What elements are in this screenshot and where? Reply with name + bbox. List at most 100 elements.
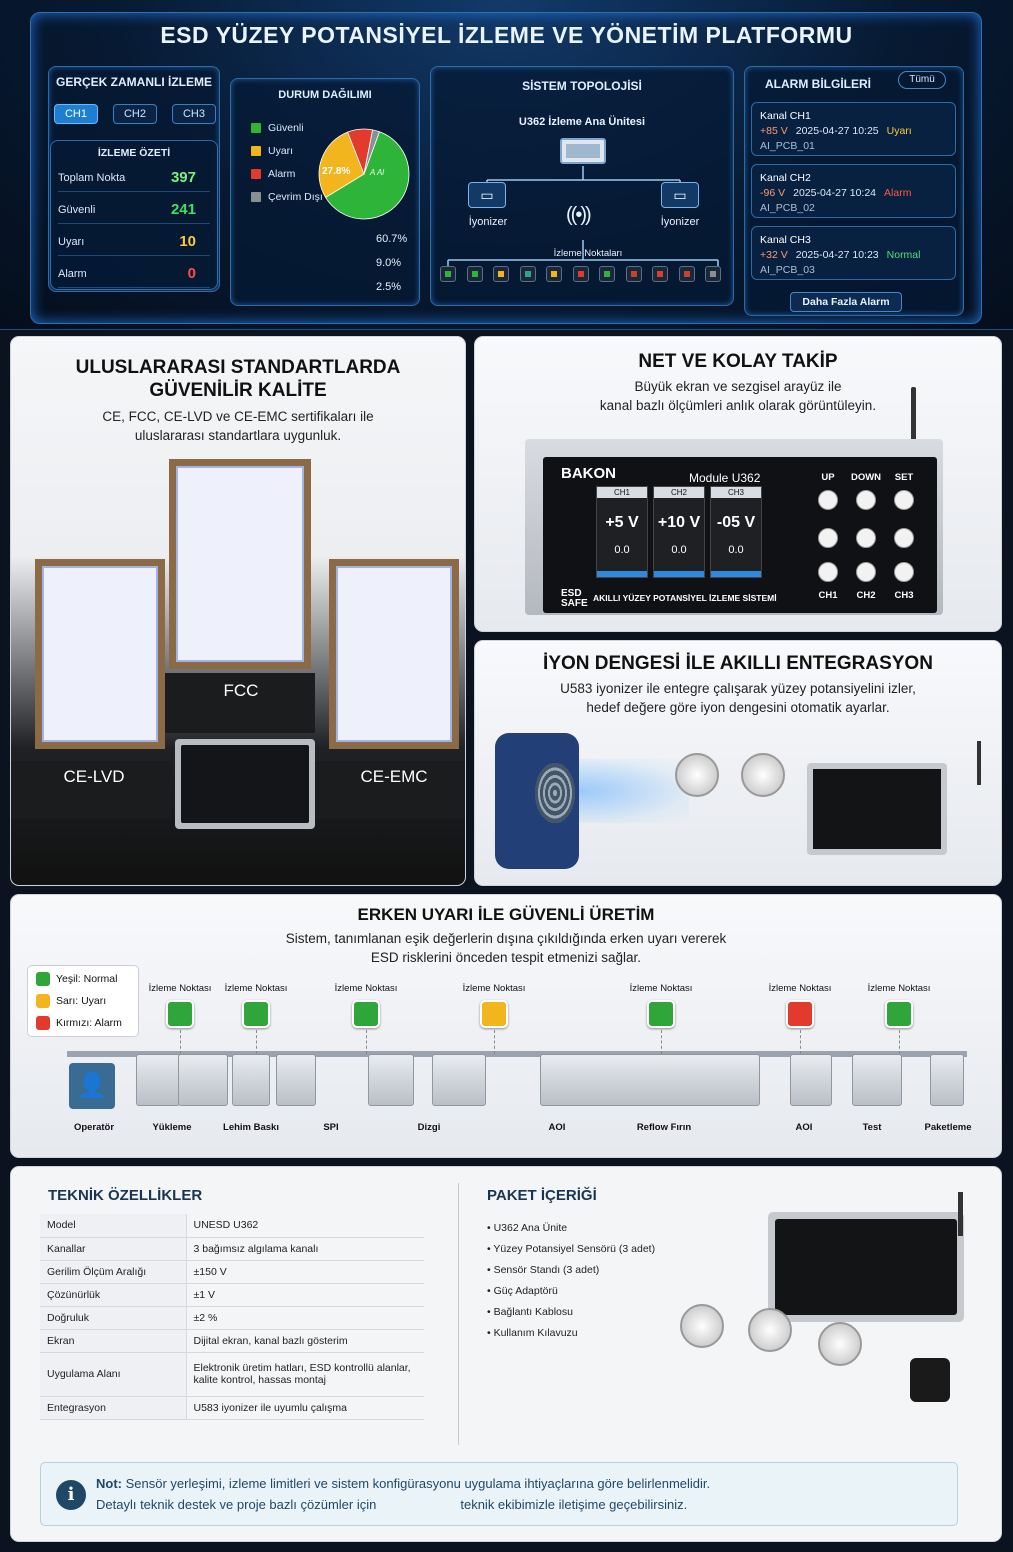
- monitoring-point-led: [683, 271, 690, 277]
- key-plus-button[interactable]: [856, 528, 876, 548]
- ionizer-right-label: İyonizer: [660, 216, 700, 228]
- cert-text-2: uluslararası standartlara uygunluk.: [134, 428, 342, 443]
- spec-value: UNESD U362: [186, 1214, 424, 1238]
- channel-tab-ch1[interactable]: CH1: [54, 104, 98, 124]
- monitoring-point-connector: [800, 1030, 801, 1054]
- monitoring-point-led: [577, 271, 584, 277]
- device-model: Module U362: [689, 471, 761, 485]
- alarm-value: -96 V: [760, 187, 786, 199]
- monitoring-point-led: [657, 271, 663, 277]
- note-text-2b: teknik ekibimizle iletişime geçebilirsin…: [460, 1497, 688, 1512]
- station-label: Dizgi: [417, 1122, 441, 1133]
- ce-emc-label: CE-EMC: [360, 767, 428, 786]
- key-plus-button[interactable]: [894, 528, 914, 548]
- spec-value: Elektronik üretim hatları, ESD kontrollü…: [186, 1352, 424, 1397]
- key-up-button[interactable]: [818, 490, 838, 510]
- monitoring-point: [678, 266, 695, 282]
- monitoring-point: [572, 266, 589, 282]
- legend-entry: Sarı: Uyarı: [36, 993, 106, 1009]
- package-sensor-3: [818, 1322, 862, 1366]
- screen-value: -05 V: [716, 514, 756, 531]
- station-label: Reflow Fırın: [636, 1122, 692, 1133]
- distribution-title: DURUM DAĞILIMI: [278, 89, 372, 101]
- legend-swatch: [250, 145, 262, 158]
- alarm-value: +85 V: [760, 125, 788, 137]
- spec-value: Dijital ekran, kanal bazlı gösterim: [186, 1329, 424, 1353]
- note-text-1: Sensör yerleşimi, izleme limitleri ve si…: [125, 1476, 711, 1491]
- realtime-title: GERÇEK ZAMANLI İZLEME: [56, 75, 212, 89]
- key-channel-button[interactable]: [894, 562, 914, 582]
- tracking-text-1: Büyük ekran ve sezgisel arayüz ile: [634, 379, 842, 394]
- alarm-title: ALARM BİLGİLERİ: [765, 77, 871, 91]
- summary-label: Uyarı: [58, 236, 85, 248]
- power-adapter-image: [910, 1358, 950, 1402]
- alarm-source: AI_PCB_01: [760, 140, 815, 152]
- more-alarms-button[interactable]: Daha Fazla Alarm: [790, 292, 902, 312]
- summary-title: İZLEME ÖZETİ: [97, 147, 171, 159]
- key-channel-button[interactable]: [856, 562, 876, 582]
- screen-sub-value: 0.0: [671, 544, 687, 556]
- key-set-button[interactable]: [894, 490, 914, 510]
- package-item: • U362 Ana Ünite: [487, 1222, 568, 1234]
- monitoring-point-connector: [494, 1030, 495, 1054]
- key-channel-button[interactable]: [818, 562, 838, 582]
- monitoring-point-connector: [180, 1030, 181, 1054]
- key-plus-button[interactable]: [818, 528, 838, 548]
- screen-value: +10 V: [657, 514, 701, 531]
- channel-tab-ch2[interactable]: CH2: [113, 104, 157, 124]
- monitoring-point: [625, 266, 642, 282]
- monitoring-point-led: [630, 271, 637, 277]
- monitoring-point-label: İzleme Noktası: [148, 983, 212, 994]
- ce-emc-pedestal: [311, 761, 465, 819]
- package-item: • Kullanım Kılavuzu: [487, 1327, 578, 1339]
- spec-key: Gerilim Ölçüm Aralığı: [40, 1260, 187, 1284]
- fcc-label: FCC: [223, 681, 259, 700]
- machine-illustration: [178, 1054, 228, 1106]
- note-label: Not:: [96, 1476, 122, 1491]
- machine-illustration: [790, 1054, 832, 1106]
- specs-title: TEKNİK ÖZELLİKLER: [48, 1187, 203, 1204]
- screen-bar: [654, 571, 704, 577]
- screen-channel-name: CH1: [597, 487, 647, 498]
- spec-value: ±150 V: [186, 1260, 424, 1284]
- monitoring-point-connector: [899, 1030, 900, 1054]
- ce-emc-certificate: [329, 559, 459, 749]
- legend-status-icon: [36, 994, 50, 1009]
- note-line-2: Detaylı teknik destek ve proje bazlı çöz…: [96, 1497, 687, 1512]
- legend-entry-label: Yeşil: Normal: [56, 973, 118, 985]
- divider: [458, 1183, 459, 1445]
- machine-illustration: [276, 1054, 316, 1106]
- key-down-button[interactable]: [856, 490, 876, 510]
- cert-text-1: CE, FCC, CE-LVD ve CE-EMC sertifikaları …: [102, 409, 374, 424]
- spec-key: Entegrasyon: [40, 1396, 187, 1420]
- monitoring-point: [546, 266, 562, 282]
- screen-sub-value: 0.0: [728, 544, 744, 556]
- package-title: PAKET İÇERİĞİ: [487, 1187, 597, 1204]
- monitoring-point-connector: [661, 1030, 662, 1054]
- main-unit-label: U362 İzleme Ana Ünitesi: [518, 116, 646, 128]
- alarm-filter-button[interactable]: Tümü: [898, 71, 946, 89]
- early-text-1: Sistem, tanımlanan eşik değerlerin dışın…: [285, 931, 727, 946]
- fcc-certificate: [169, 459, 311, 669]
- monitoring-point-icon: [242, 1000, 270, 1028]
- monitoring-point-label: İzleme Noktası: [462, 983, 526, 994]
- machine-illustration: [852, 1054, 902, 1106]
- monitoring-point-label: İzleme Noktası: [224, 983, 288, 994]
- conveyor-line: [67, 1051, 967, 1057]
- monitoring-point-led: [498, 271, 504, 277]
- legend-swatch: [250, 191, 262, 204]
- channel-tab-ch3[interactable]: CH3: [172, 104, 216, 124]
- key-label-down: DOWN: [850, 472, 882, 483]
- dashboard-frame: [30, 12, 982, 324]
- tracking-text-2: kanal bazlı ölçümleri anlık olarak görün…: [599, 398, 877, 413]
- antenna-2: [977, 741, 981, 785]
- spec-row: Gerilim Ölçüm Aralığı±150 V: [40, 1260, 424, 1284]
